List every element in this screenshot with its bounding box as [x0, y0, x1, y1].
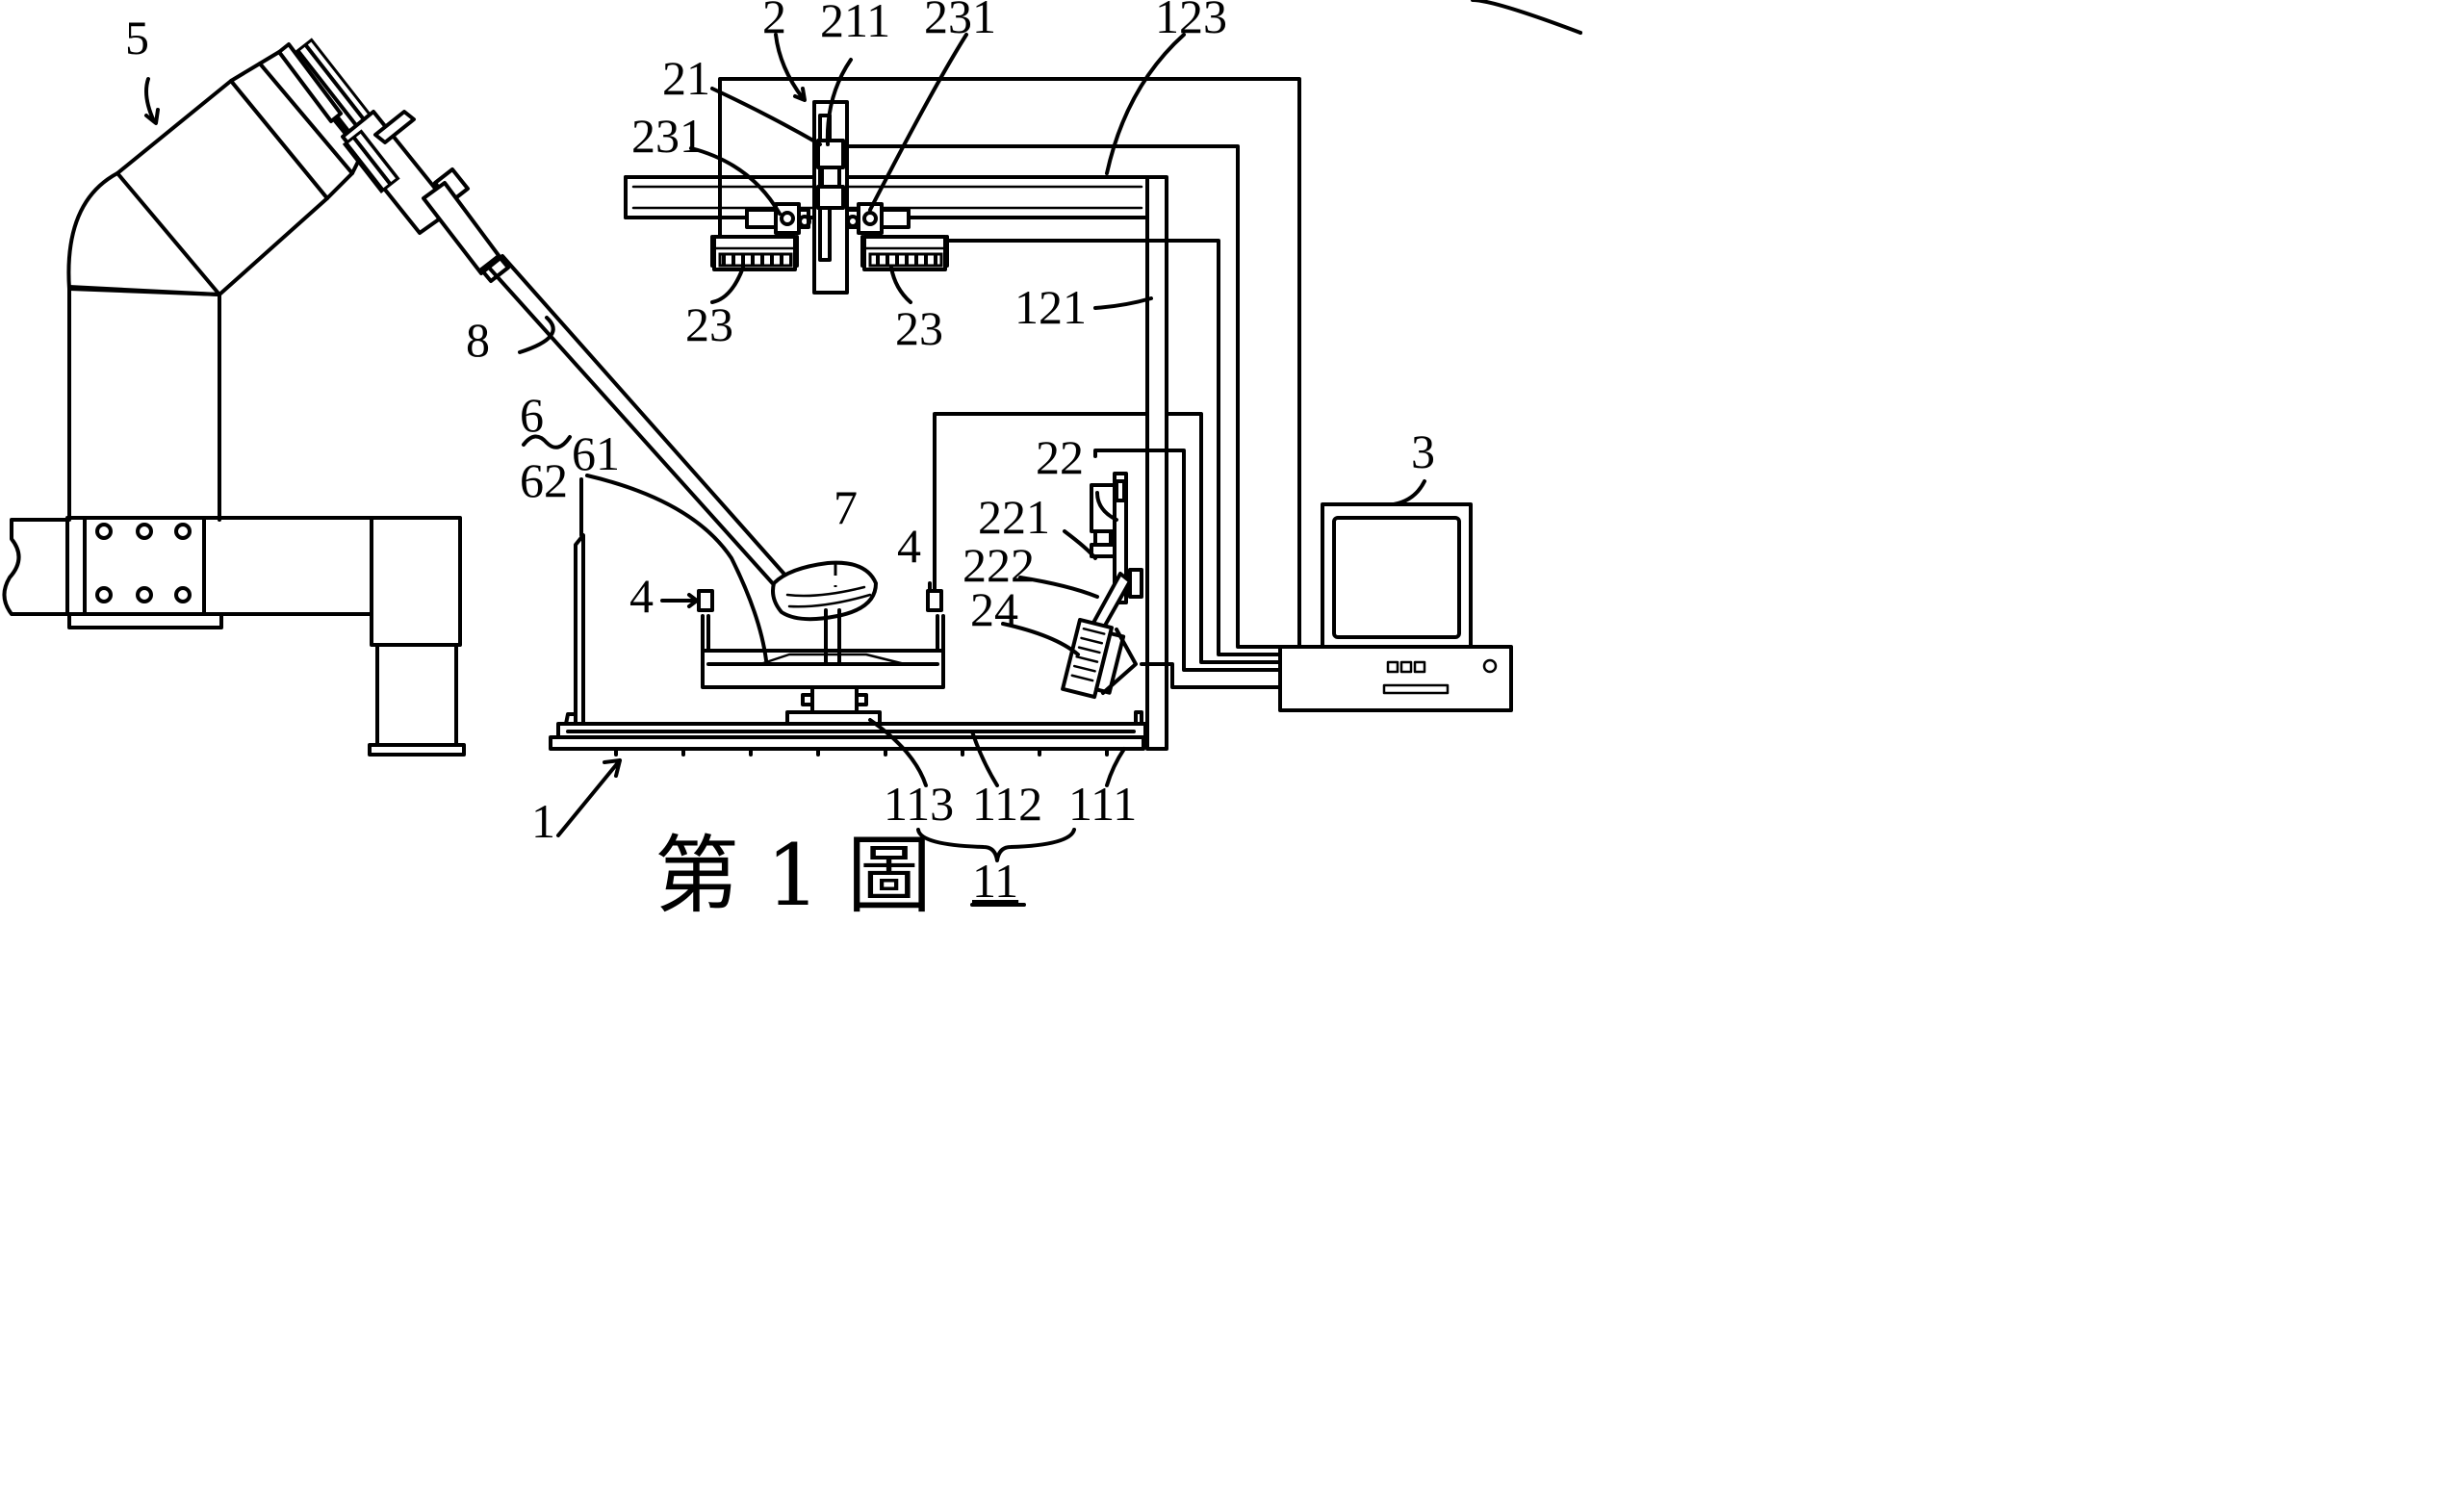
golf-club — [479, 254, 878, 622]
label-11: 11 — [972, 854, 1018, 908]
label-22: 22 — [1036, 430, 1084, 484]
label-5: 5 — [125, 11, 149, 64]
label-123: 123 — [1155, 0, 1227, 43]
base-platform — [549, 710, 1157, 757]
label-222: 222 — [962, 538, 1035, 592]
figure-caption: 第 1 圖 — [654, 826, 932, 925]
label-112: 112 — [972, 777, 1042, 831]
label-7: 7 — [834, 480, 858, 534]
computer — [1278, 502, 1513, 712]
label-8: 8 — [466, 313, 490, 367]
label-231-left: 231 — [631, 109, 704, 163]
swing-robot — [2, 38, 502, 757]
label-4-left: 4 — [629, 569, 654, 623]
label-23-left: 23 — [685, 297, 733, 351]
label-62: 62 — [520, 453, 568, 507]
label-21: 21 — [662, 51, 710, 105]
label-6: 6 — [520, 388, 544, 442]
label-24: 24 — [970, 582, 1018, 636]
label-4-right: 4 — [897, 519, 921, 573]
label-231-top: 231 — [924, 0, 996, 43]
label-3: 3 — [1411, 424, 1435, 478]
label-211: 211 — [820, 0, 890, 47]
reference-labels: 5 2 211 231 123 21 231 23 23 121 8 6 61 … — [125, 0, 1435, 925]
label-111: 111 — [1068, 777, 1137, 831]
overhead-camera-unit — [624, 100, 1149, 295]
label-121: 121 — [1014, 280, 1087, 334]
label-61: 61 — [572, 426, 620, 480]
label-23-right: 23 — [895, 301, 943, 355]
label-1: 1 — [531, 794, 555, 848]
label-113: 113 — [884, 777, 954, 831]
label-221: 221 — [978, 490, 1050, 544]
label-2: 2 — [762, 0, 786, 43]
sensor-frame — [574, 533, 945, 728]
leader-lines — [144, 0, 1582, 862]
